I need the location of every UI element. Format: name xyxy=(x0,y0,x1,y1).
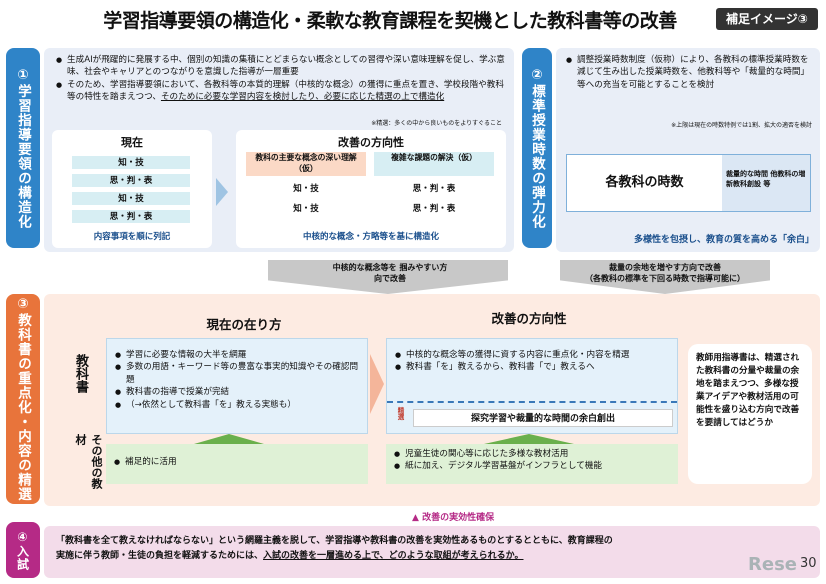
cur-cell: 思・判・表 xyxy=(72,174,190,187)
improve-card: 改善の方向性 教科の主要な概念の深い理解（仮） 複雑な課題の解決（仮） 知・技 … xyxy=(236,130,506,248)
page-title: 学習指導要領の構造化・柔軟な教育課程を契機とした教科書等の改善 xyxy=(103,10,677,32)
current-card: 現在 知・技 思・判・表 知・技 思・判・表 内容事項を順に列記 xyxy=(52,130,212,248)
supplement-badge: 補足イメージ③ xyxy=(716,8,818,30)
arrow-right-icon xyxy=(216,178,228,206)
tb-current-box: 学習に必要な情報の大半を網羅 多数の用語・キーワード等の豊富な事実的知識やその確… xyxy=(106,338,368,434)
imp-cell: 思・判・表 xyxy=(412,204,456,214)
current-state-heading: 現在の在り方 xyxy=(206,317,282,332)
current-footer: 内容事項を順に列記 xyxy=(93,232,171,242)
s2-footer: 多様性を包摂し、教育の質を高める「余白」 xyxy=(633,235,814,245)
tb-cur-item: 教科書の指導で授業が完結 xyxy=(115,386,359,399)
ot-cur-item: 補足的に活用 xyxy=(114,456,360,469)
arrow-right-icon xyxy=(370,354,384,414)
up-arrow-icon xyxy=(484,434,574,444)
arrow-2-text: 裁量の余地を増やす方向で改善（各教科の標準を下回る時数で指導可能に） xyxy=(585,263,745,283)
tab-section-3: ③教科書の重点化・内容の精選 xyxy=(6,294,40,504)
imp-col1: 教科の主要な概念の深い理解（仮） xyxy=(246,152,366,176)
subject-hours: 各教科の時数 xyxy=(605,175,684,190)
time-bar: 各教科の時数 裁量的な時間 他教科の増 新教科創設 等 xyxy=(566,154,811,212)
assure-label: ▲ 改善の実効性確保 xyxy=(412,513,495,523)
tb-cur-item: （→依然として教科書「を」教える実態も） xyxy=(115,399,359,412)
ot-current-box: 補足的に活用 xyxy=(106,444,368,484)
ot-improve-box: 児童生徒の関心等に応じた多様な教材活用 紙に加え、デジタル学習基盤がインフラとし… xyxy=(386,444,678,484)
up-arrow-icon xyxy=(194,434,264,444)
s1-bullet-2: そのため、学習指導要領において、各教科等の本質的理解（中核的な概念）の獲得に重点… xyxy=(56,79,508,104)
section-3-panel: 現在の在り方 改善の方向性 教科書 その他の教材 学習に必要な情報の大半を網羅 … xyxy=(44,294,820,506)
imp-cell: 思・判・表 xyxy=(412,184,456,194)
s1-note: ※精選：多くの中から良いものをよりすぐること xyxy=(371,120,502,127)
imp-col2: 複雑な課題の解決（仮） xyxy=(374,152,494,176)
tab-section-2: ②標準授業時数の弾力化 xyxy=(522,48,552,248)
tb-imp-item: 教科書「を」教えるから、教科書「で」教えるへ xyxy=(395,361,669,374)
tb-improve-box: 中核的な概念等の獲得に資する内容に重点化・内容を精選 教科書「を」教えるから、教… xyxy=(386,338,678,434)
s2-note: ※上限は現在の時数特例では1割、拡大の適否を検討 xyxy=(671,122,812,129)
ot-imp-item: 紙に加え、デジタル学習基盤がインフラとして機能 xyxy=(394,460,670,473)
imp-cell: 知・技 xyxy=(293,184,319,194)
section-1-panel: 生成AIが飛躍的に発展する中、個別の知識の集積にとどまらない概念としての習得や深… xyxy=(44,48,514,252)
cur-cell: 知・技 xyxy=(72,192,190,205)
watermark-logo: Rese xyxy=(748,554,797,575)
s1-bullet-1: 生成AIが飛躍的に発展する中、個別の知識の集積にとどまらない概念としての習得や深… xyxy=(56,54,508,79)
yohaku-box: 探究学習や裁量的な時間の余白創出 xyxy=(413,409,673,427)
page-number: 30 xyxy=(800,556,817,571)
arrow-1-text: 中核的な概念等を 掴みやすい方向で改善 xyxy=(332,263,448,283)
textbook-label: 教科書 xyxy=(73,354,88,393)
discretionary-time: 裁量的な時間 他教科の増 新教科創設 等 xyxy=(722,155,810,211)
cur-cell: 思・判・表 xyxy=(72,210,190,223)
tab-section-1: ①学習指導要領の構造化 xyxy=(6,48,40,248)
imp-cell: 知・技 xyxy=(293,204,319,214)
improve-heading-2: 改善の方向性 xyxy=(491,311,567,326)
tab-section-4: ④入試 xyxy=(6,522,40,578)
cur-cell: 知・技 xyxy=(72,156,190,169)
teacher-guide-note: 教師用指導書は、精選された教科書の分量や裁量の余地を踏まえつつ、多様な授業アイデ… xyxy=(688,344,812,484)
section-2-panel: 調整授業時数制度（仮称）により、各教科の標準授業時数を減じて生み出した授業時数を… xyxy=(556,48,820,252)
s2-bullet-1: 調整授業時数制度（仮称）により、各教科の標準授業時数を減じて生み出した授業時数を… xyxy=(566,54,814,91)
tb-cur-item: 学習に必要な情報の大半を網羅 xyxy=(115,349,359,362)
tb-imp-item: 中核的な概念等の獲得に資する内容に重点化・内容を精選 xyxy=(395,349,669,362)
improve-heading: 改善の方向性 xyxy=(338,136,404,149)
seisen-label: 精選 xyxy=(396,407,404,420)
exam-text: 「教科書を全て教えなければならない」という網羅主義を脱して、学習指導や教科書の改… xyxy=(44,526,820,578)
other-materials-label: その他の教材 xyxy=(74,434,103,489)
current-heading: 現在 xyxy=(121,136,143,149)
improve-footer: 中核的な概念・方略等を基に構造化 xyxy=(302,232,439,242)
ot-imp-item: 児童生徒の関心等に応じた多様な教材活用 xyxy=(394,448,670,461)
tb-cur-item: 多数の用語・キーワード等の豊富な事実的知識やその確認問題 xyxy=(115,361,359,386)
